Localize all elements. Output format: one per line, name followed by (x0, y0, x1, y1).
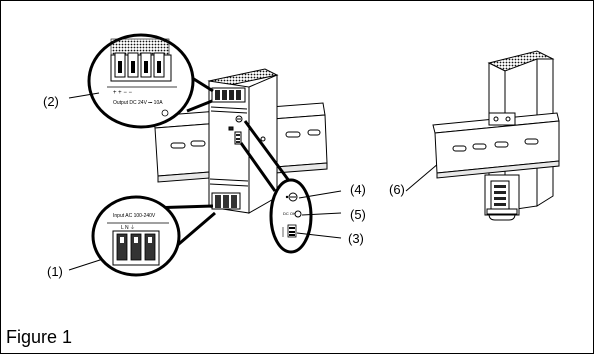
output-label: Output DC 24V ⎓ 10A (113, 100, 163, 106)
terminal-polarity-marks: + + − − (113, 90, 133, 96)
callout-6: (6) (389, 182, 405, 197)
zoom-input-terminals: Input AC 100-240V L N ⏚ (91, 195, 216, 277)
callout-1: (1) (47, 264, 63, 279)
callout-2: (2) (43, 94, 59, 109)
zoom-output-terminals: + + − − Output DC 24V ⎓ 10A (87, 33, 214, 129)
figure-caption: Figure 1 (6, 327, 73, 347)
callout-5: (5) (350, 207, 366, 222)
callout-4: (4) (350, 182, 366, 197)
callout-3: (3) (348, 231, 364, 246)
power-supply-unit (207, 68, 279, 214)
input-label: Input AC 100-240V (113, 213, 156, 219)
dc-ok-label: DC OK (283, 211, 296, 216)
input-terminal-marks: L N ⏚ (121, 224, 135, 231)
din-clip-mechanism (484, 112, 520, 221)
leader-lines (68, 92, 440, 271)
